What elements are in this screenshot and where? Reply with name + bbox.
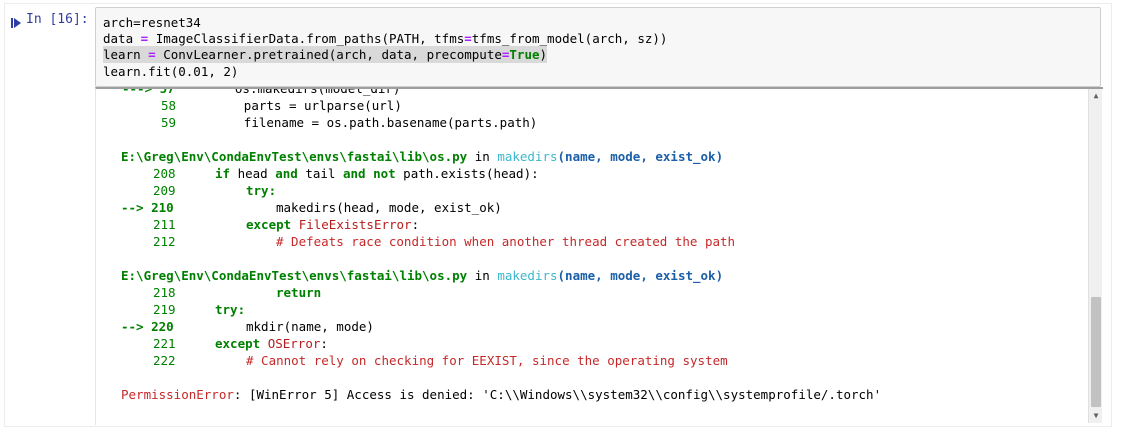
traceback-line: 221 [153,336,176,351]
traceback-code: except OSError: [215,336,328,351]
code-line-2: data = ImageClassifierData.from_paths(PA… [103,31,668,46]
traceback-code: except FileExistsError: [246,217,420,232]
traceback-line: 219 [153,302,176,317]
traceback-line: 218 [153,285,176,300]
traceback-line: 208 [153,166,176,181]
traceback-line: 212 [153,234,176,249]
code-input-editor[interactable]: arch=resnet34 data = ImageClassifierData… [95,7,1101,87]
scroll-down-arrow-icon[interactable]: ▼ [1093,411,1099,420]
traceback-current-line: --> 220 [121,319,174,334]
error-message: PermissionError: [WinError 5] Access is … [121,387,882,402]
traceback-code: makedirs(head, mode, exist_ok) [276,200,502,215]
code-line-4: learn.fit(0.01, 2) [103,64,239,79]
output-scrollbar[interactable]: ▲ ▼ [1088,89,1102,423]
traceback-line: 211 [153,217,176,232]
scrollbar-thumb[interactable] [1091,297,1101,407]
traceback-current-line: --> 210 [121,200,174,215]
output-traceback-area[interactable]: ---> 57 os.makedirs(model_dir) 58 parts … [95,87,1103,425]
traceback-code: if head and tail and not path.exists(hea… [215,166,539,181]
traceback-line: 58 parts = urlparse(url) [161,98,402,113]
traceback-line: 222 [153,353,176,368]
traceback-line: 209 [153,183,176,198]
code-line-3-selected: learn = ConvLearner.pretrained(arch, dat… [103,46,548,63]
cell-prompt: In [16]: [26,12,89,27]
scroll-up-arrow-icon[interactable]: ▲ [1093,91,1099,100]
traceback-code: mkdir(name, mode) [246,319,374,334]
traceback-code: try: [246,183,277,198]
traceback-comment: # Defeats race condition when another th… [276,234,736,249]
traceback-line-partial: ---> 57 os.makedirs(model_dir) [122,87,401,96]
traceback-code: try: [215,302,246,317]
code-line-1: arch=resnet34 [103,15,201,30]
traceback-comment: # Cannot rely on checking for EEXIST, si… [246,353,728,368]
traceback-code: return [276,285,322,300]
traceback-line: 59 filename = os.path.basename(parts.pat… [161,115,538,130]
traceback-frame-header: E:\Greg\Env\CondaEnvTest\envs\fastai\lib… [121,149,724,164]
step-run-icon[interactable] [10,14,22,28]
traceback-frame-header: E:\Greg\Env\CondaEnvTest\envs\fastai\lib… [121,268,724,283]
